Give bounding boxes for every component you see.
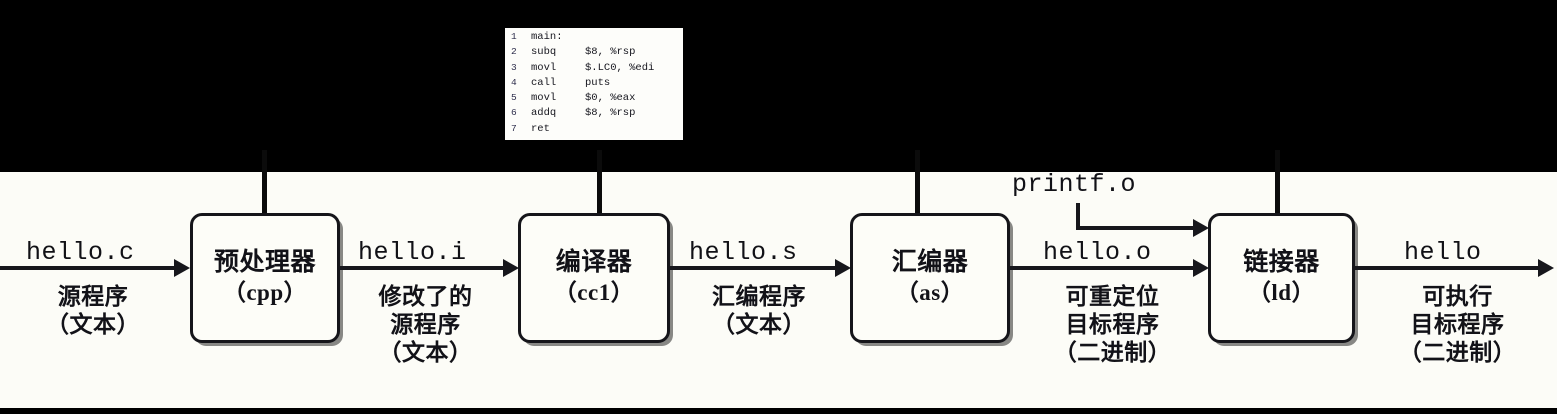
elbow-vertical-printf-o [1076, 203, 1080, 229]
code-line: 2 subq $8, %rsp [505, 46, 683, 61]
arrow-head-printf-o [1193, 219, 1209, 237]
arrow-line-hello-s [670, 266, 837, 270]
arrow-head-hello-i [503, 259, 519, 277]
flow-label-hello-i: hello.i [358, 238, 467, 267]
flow-desc-line: 源程序 [390, 312, 461, 338]
stem-compiler [597, 150, 602, 215]
flow-desc-line: 目标程序 [1065, 312, 1160, 338]
code-opcode: call [531, 76, 557, 89]
flow-desc-line: （二进制） [1398, 340, 1517, 366]
stage-title: 预处理器 [213, 249, 316, 277]
flow-desc-line: 可执行 [1422, 284, 1493, 309]
arrow-line-hello-i [340, 266, 505, 270]
flow-desc-line: 汇编程序 [712, 284, 806, 309]
stage-title: 编译器 [555, 249, 633, 277]
assembly-code-listing: 1 main: 2 subq $8, %rsp 3 movl $.LC0, %e… [505, 28, 683, 140]
stage-box-preprocessor[interactable]: 预处理器 （cpp） [190, 213, 340, 343]
stage-subtitle: （cc1） [553, 280, 635, 306]
arrow-line-hello [1355, 266, 1540, 270]
stage-title: 链接器 [1243, 249, 1320, 277]
code-line-number: 1 [511, 31, 517, 42]
stem-assembler [915, 150, 920, 215]
code-opcode: addq [531, 107, 557, 120]
flow-desc-line: 源程序 [57, 284, 129, 309]
flow-label-hello-o: hello.o [1043, 238, 1152, 267]
top-black-band [0, 0, 1557, 172]
code-line-number: 7 [511, 122, 517, 134]
flow-desc-hello-c: 源程序 （文本） [18, 283, 168, 339]
code-opcode: movl [531, 61, 557, 74]
stage-subtitle: （ld） [1247, 280, 1316, 306]
code-line-number: 2 [511, 46, 517, 58]
code-operand: $8, %rsp [585, 107, 636, 120]
arrow-line-hello-c [0, 266, 176, 270]
flow-desc-hello: 可执行 目标程序 （二进制） [1375, 283, 1540, 367]
code-line: 7 ret [505, 123, 683, 138]
code-line: 3 movl $.LC0, %edi [505, 62, 683, 77]
flow-desc-line: （文本） [378, 340, 473, 366]
code-opcode: movl [531, 92, 557, 105]
stage-title: 汇编器 [891, 249, 969, 277]
code-operand: $0, %eax [585, 92, 636, 105]
code-line: 1 main: [505, 31, 683, 46]
code-line-number: 4 [511, 76, 517, 88]
flow-label-hello-c: hello.c [26, 238, 135, 267]
code-line: 6 addq $8, %rsp [505, 107, 683, 122]
code-opcode: subq [531, 46, 557, 59]
flow-desc-hello-s: 汇编程序 （文本） [684, 283, 834, 339]
stage-subtitle: （cpp） [222, 280, 308, 306]
code-opcode: main: [531, 31, 563, 43]
code-line-number: 3 [511, 61, 517, 73]
code-line-number: 5 [511, 92, 517, 104]
arrow-head-hello-o [1193, 259, 1209, 277]
bottom-black-rule [0, 408, 1557, 414]
flow-desc-line: 修改了的 [378, 284, 473, 309]
stage-subtitle: （as） [895, 280, 965, 306]
code-operand: puts [585, 76, 611, 89]
flow-desc-hello-o: 可重定位 目标程序 （二进制） [1030, 283, 1195, 367]
flow-label-hello-s: hello.s [689, 238, 798, 267]
arrow-head-hello [1538, 259, 1554, 277]
stem-preprocessor [262, 150, 267, 215]
code-line-number: 6 [511, 107, 517, 119]
flow-label-hello: hello [1404, 238, 1482, 267]
arrow-line-hello-o [1010, 266, 1196, 270]
code-line: 5 movl $0, %eax [505, 92, 683, 107]
flow-desc-line: 目标程序 [1410, 312, 1505, 338]
stage-box-linker[interactable]: 链接器 （ld） [1208, 213, 1355, 343]
flow-desc-line: （文本） [46, 312, 140, 338]
code-line: 4 call puts [505, 77, 683, 92]
flow-desc-line: （文本） [712, 312, 806, 338]
arrow-head-hello-s [835, 259, 851, 277]
code-operand: $8, %rsp [585, 46, 636, 59]
flow-desc-line: （二进制） [1053, 340, 1172, 366]
stage-box-assembler[interactable]: 汇编器 （as） [850, 213, 1010, 343]
code-opcode: ret [531, 122, 550, 135]
elbow-horizontal-printf-o [1076, 226, 1196, 230]
flow-desc-hello-i: 修改了的 源程序 （文本） [348, 283, 503, 367]
stage-box-compiler[interactable]: 编译器 （cc1） [518, 213, 670, 343]
code-operand: $.LC0, %edi [585, 61, 655, 74]
stem-linker [1275, 150, 1280, 215]
side-input-label-printf-o: printf.o [1012, 170, 1137, 199]
flow-desc-line: 可重定位 [1065, 284, 1160, 309]
arrow-head-hello-c [174, 259, 190, 277]
